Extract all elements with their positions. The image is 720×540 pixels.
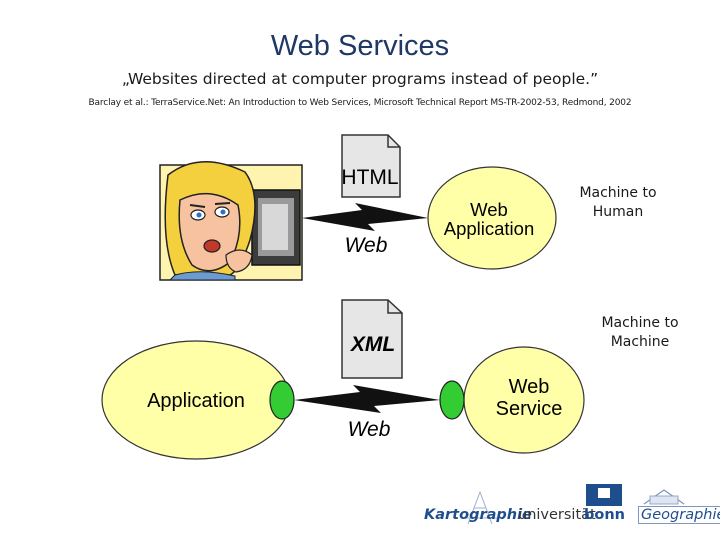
machine-to-human-caption: Machine to Human bbox=[566, 184, 670, 222]
plug-icon bbox=[439, 380, 465, 420]
web-application-label-line2: Application bbox=[444, 218, 535, 239]
web-channel-label-bottom: Web bbox=[348, 418, 391, 441]
machine-to-human-line1: Machine to bbox=[579, 185, 657, 201]
logo-emblem-icon bbox=[462, 484, 685, 525]
footer-logos: Kartographie universität bonn Geographie bbox=[418, 484, 720, 530]
document-icon bbox=[341, 299, 403, 379]
lightning-icon bbox=[294, 385, 440, 413]
geographie-logo-text: Geographie bbox=[638, 506, 720, 524]
kartographie-logo-text: Kartographie bbox=[424, 507, 532, 523]
machine-to-machine-line2: Machine bbox=[610, 334, 670, 350]
page-title: Web Services bbox=[270, 30, 450, 62]
bonn-logo-text: bonn bbox=[584, 507, 625, 523]
web-application-node bbox=[427, 166, 557, 270]
machine-to-machine-line1: Machine to bbox=[601, 315, 679, 331]
web-application-label-line1: Web bbox=[470, 199, 508, 220]
university-logo-text: universität bbox=[518, 507, 596, 523]
web-channel-label-top: Web bbox=[345, 234, 388, 257]
machine-to-human-line2: Human bbox=[592, 204, 644, 220]
html-document-label: HTML bbox=[341, 166, 398, 189]
web-service-label-line1: Web bbox=[509, 376, 550, 398]
woman-at-computer-icon bbox=[159, 161, 303, 281]
document-icon bbox=[341, 134, 401, 198]
application-label: Application bbox=[147, 390, 245, 412]
web-service-label-line2: Service bbox=[496, 398, 563, 420]
lightning-icon bbox=[302, 203, 428, 231]
slide-quote: „Websites directed at computer programs … bbox=[121, 70, 599, 88]
slide-citation: Barclay et al.: TerraService.Net: An Int… bbox=[88, 98, 632, 108]
plug-icon bbox=[269, 380, 295, 420]
xml-document-label: XML bbox=[350, 333, 395, 356]
machine-to-machine-caption: Machine to Machine bbox=[588, 314, 692, 352]
